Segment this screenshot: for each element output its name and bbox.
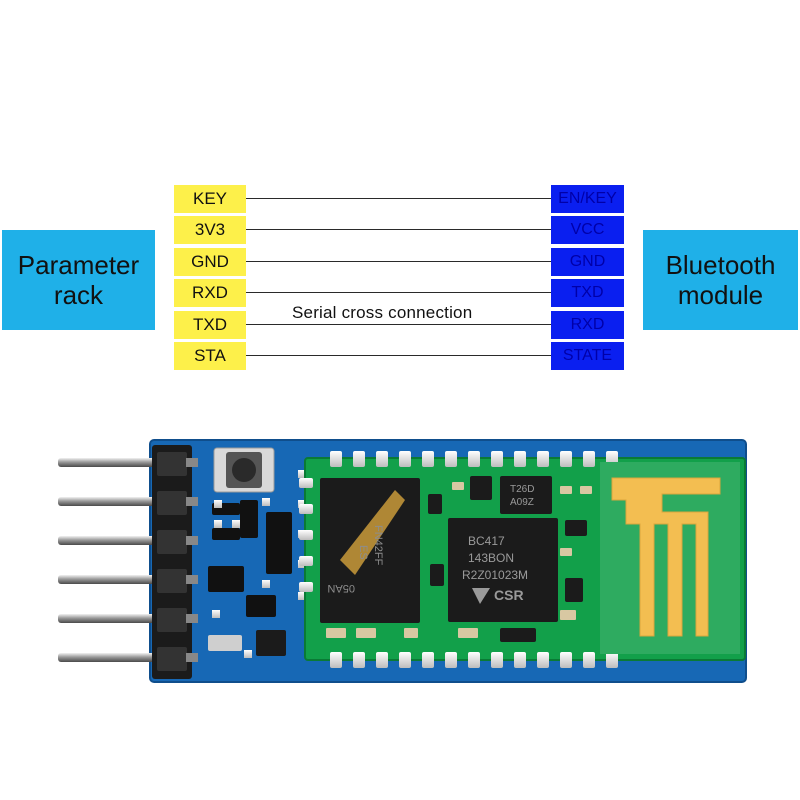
small-chip-marking-1: A09Z: [510, 497, 534, 508]
serial-cross-connection-label: Serial cross connection: [292, 303, 473, 322]
parameter-rack-label: Parameter rack: [17, 250, 140, 310]
right-pin-txd: TXD: [551, 279, 624, 307]
wire-key: [246, 198, 551, 199]
wire-state: [246, 355, 551, 356]
flash-chip-marking-1: FN42FF: [372, 525, 384, 566]
pin-header: [152, 445, 192, 679]
left-pin-txd: TXD: [174, 311, 246, 339]
main-chip: [448, 518, 558, 622]
left-pin-gnd: GND: [174, 248, 246, 276]
main-chip-brand: CSR: [494, 587, 524, 603]
right-pin-rxd: RXD: [551, 311, 624, 339]
wire-gnd: [246, 261, 551, 262]
bluetooth-module-label: Bluetooth module: [665, 250, 776, 310]
wire-vcc: [246, 229, 551, 230]
right-pin-en-key: EN/KEY: [551, 185, 624, 213]
right-pin-state: STATE: [551, 342, 624, 370]
right-pin-gnd: GND: [551, 248, 624, 276]
left-pin-sta: STA: [174, 342, 246, 370]
pads-bottom: [330, 652, 618, 668]
bluetooth-module-box: Bluetooth module: [643, 230, 798, 330]
parameter-rack-box: Parameter rack: [2, 230, 155, 330]
pcb-antenna-trace: [611, 477, 721, 637]
header-pins: [58, 458, 160, 662]
flash-chip-marking-0: ES: [357, 545, 369, 560]
main-chip-marking-1: 143BON: [468, 551, 514, 565]
left-pin-rxd: RXD: [174, 279, 246, 307]
wire-rxd-txd: [246, 292, 551, 293]
flash-chip-marking-2: 05AN: [327, 582, 355, 594]
left-pin-3v3: 3V3: [174, 216, 246, 244]
wire-txd-rxd: [246, 324, 551, 325]
small-chip: [500, 476, 552, 514]
main-chip-marking-2: R2Z01023M: [462, 568, 528, 582]
right-pin-vcc: VCC: [551, 216, 624, 244]
left-pin-key: KEY: [174, 185, 246, 213]
main-chip-marking-0: BC417: [468, 534, 505, 548]
pads-top: [330, 451, 618, 467]
small-chip-marking-0: T26D: [510, 484, 534, 495]
